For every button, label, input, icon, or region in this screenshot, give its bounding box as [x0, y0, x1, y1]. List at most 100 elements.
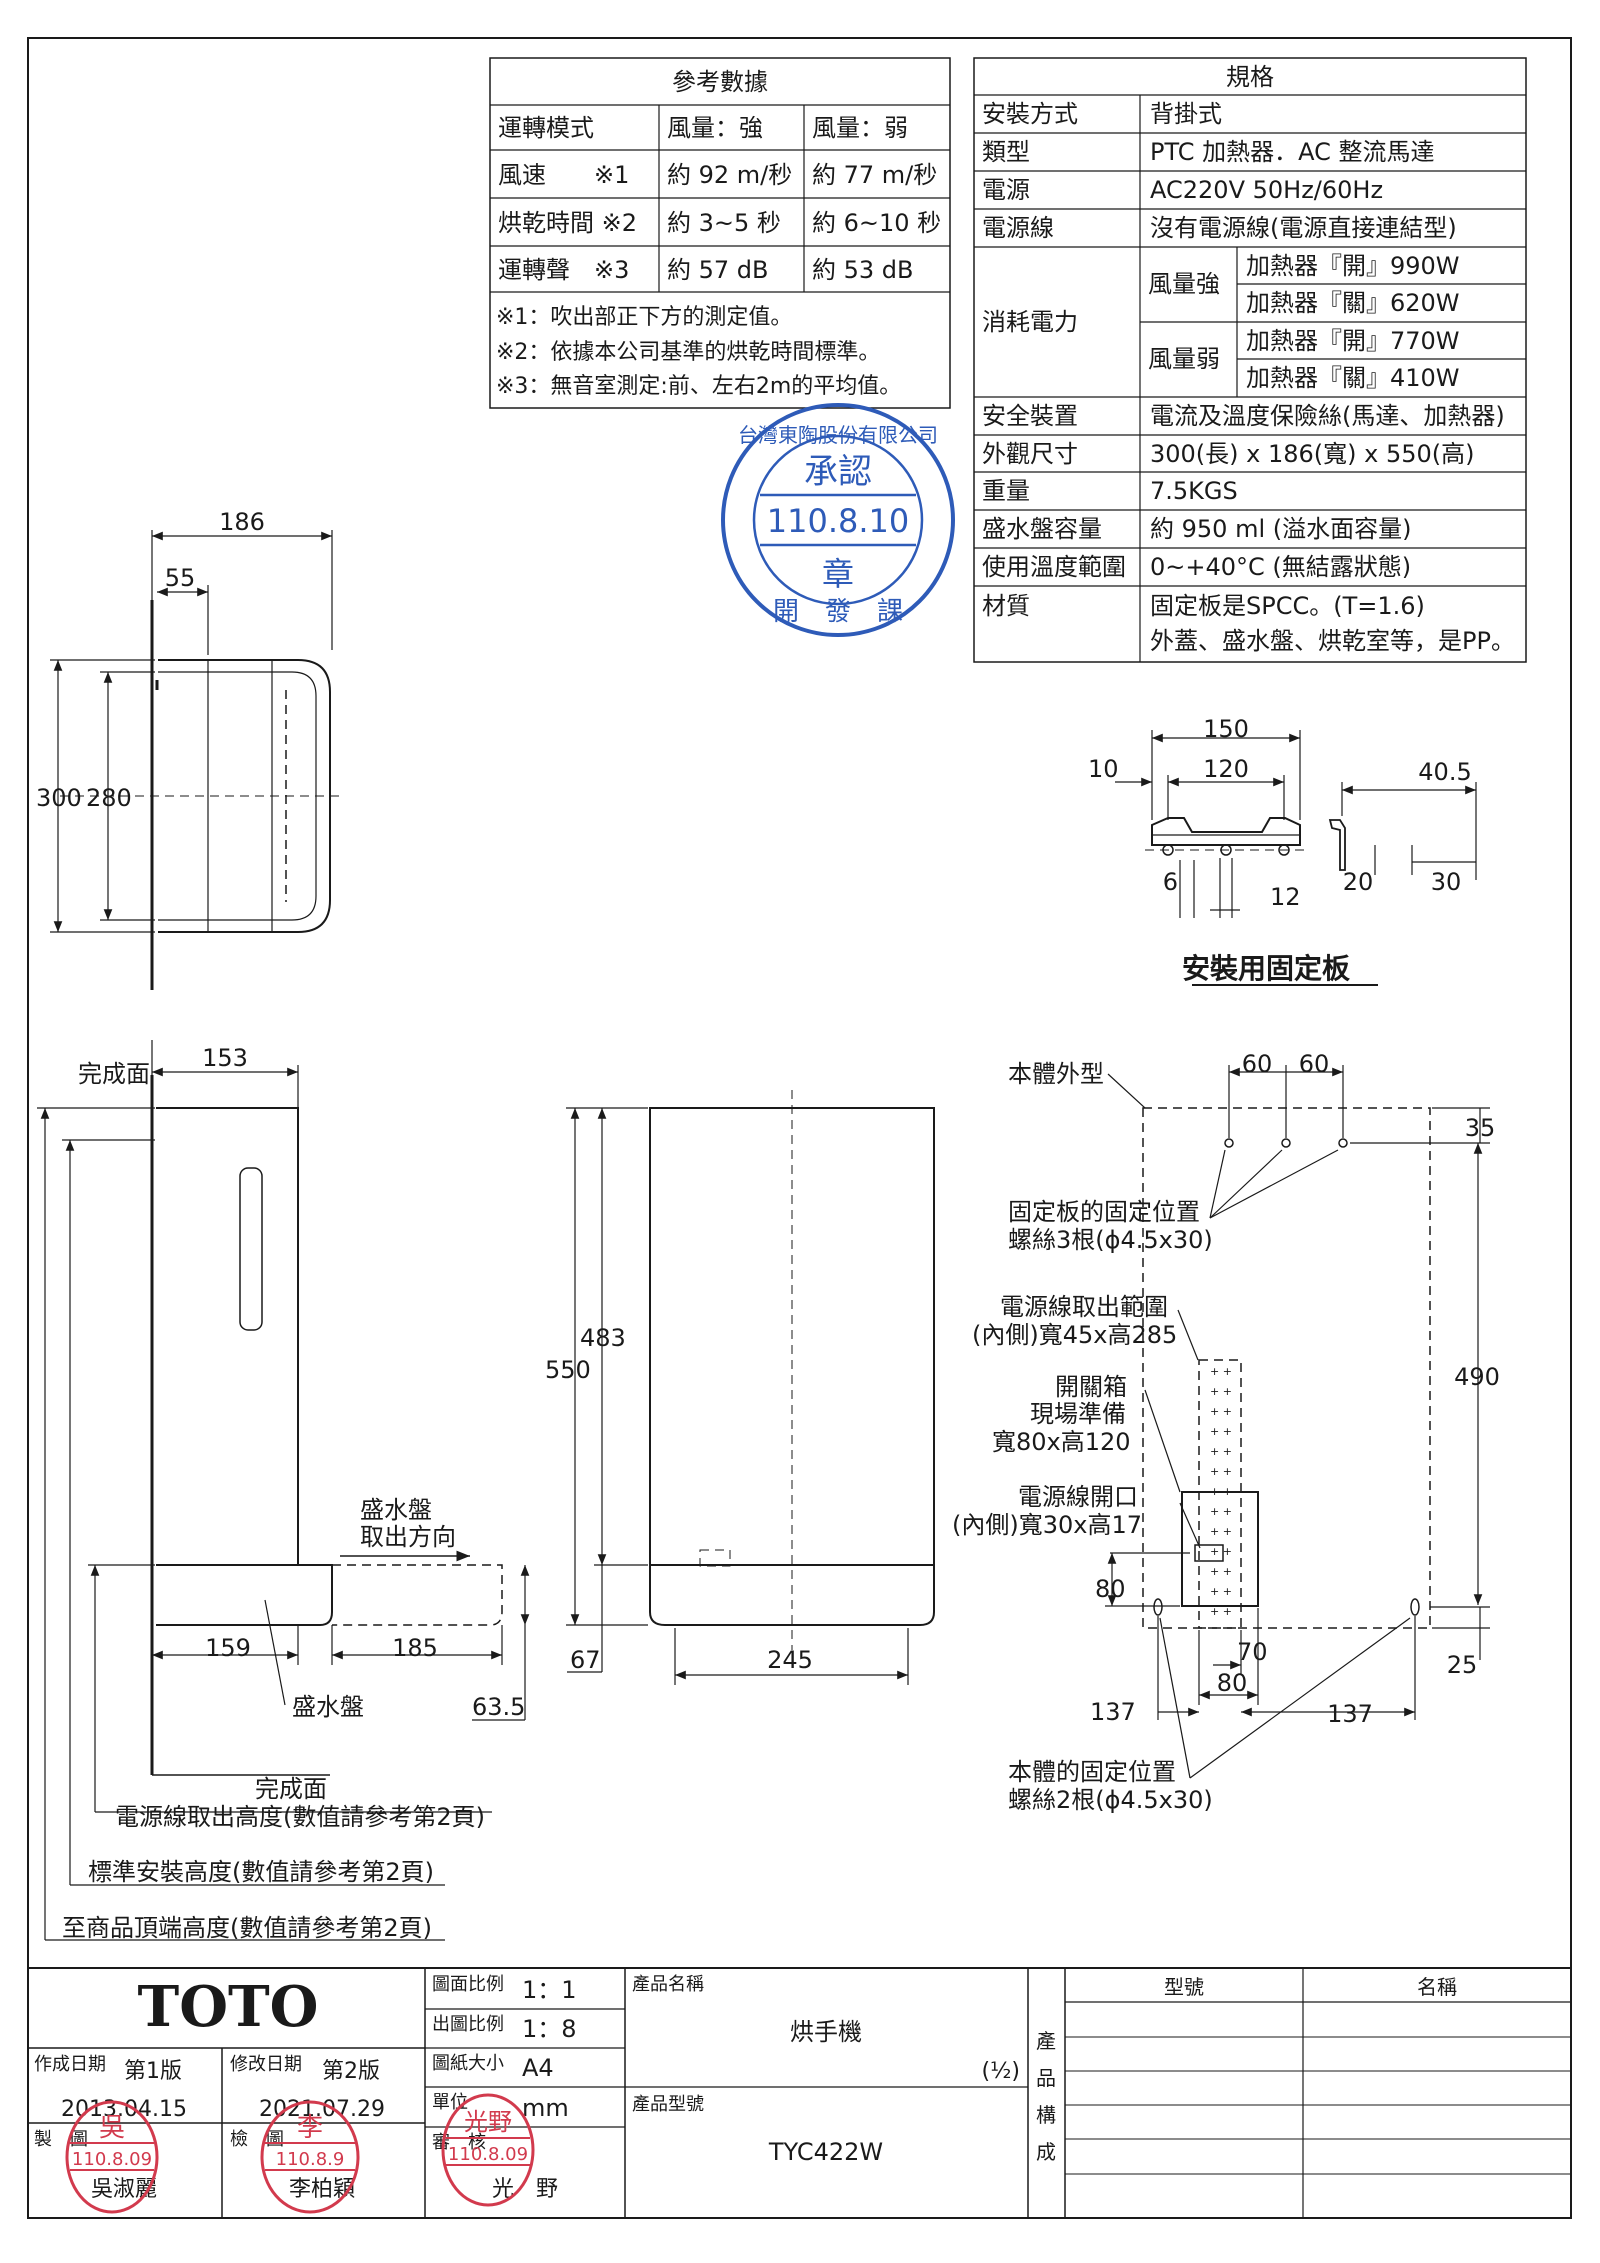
side-finish-bottom: 完成面	[255, 1775, 327, 1803]
product-name-label: 產品名稱	[632, 1974, 704, 1995]
bracket-dim-6: 6	[1163, 868, 1178, 896]
reference-header: 風量：強	[667, 114, 763, 142]
drawn-stamp-date: 110.8.09	[72, 2149, 152, 2170]
svg-text:+ +: + +	[1210, 1465, 1232, 1478]
composition-char: 成	[1036, 2140, 1056, 2164]
back-cable-range-2: (內側)寬45x高285	[972, 1321, 1177, 1349]
back-dim-137a: 137	[1090, 1698, 1136, 1726]
back-dim-70: 70	[1237, 1638, 1268, 1666]
front-view: 550 483 67 245	[545, 1090, 935, 1685]
composition-char: 產	[1036, 2029, 1056, 2053]
spec-label: 消耗電力	[982, 308, 1078, 336]
product-model-label: 產品型號	[632, 2094, 704, 2115]
unit-label: 單位	[432, 2092, 468, 2113]
print-scale-value: 1：8	[522, 2015, 577, 2043]
side-height-top: 至商品頂端高度(數值請參考第2頁)	[62, 1914, 432, 1942]
stamp-seal: 章	[822, 555, 854, 593]
side-dim-159: 159	[205, 1634, 251, 1662]
back-cable-open-1: 電源線開口	[1018, 1483, 1138, 1511]
spec-table: 規格 安裝方式 背掛式 類型 PTC 加熱器．AC 整流馬達 電源 AC220V…	[973, 57, 1527, 663]
approved-stamp: 光野 110.8.09	[441, 2093, 535, 2207]
checked-stamp-name: 李	[297, 2113, 323, 2143]
created-label: 作成日期	[34, 2054, 106, 2075]
spec-value: 300(長) x 186(寬) x 550(高)	[1150, 440, 1475, 468]
reference-note: ※1：吹出部正下方的測定值。	[496, 305, 792, 330]
title-block: TOTO 圖面比例 1：1 出圖比例 1：8 圖紙大小 A4 單位 mm 作成日…	[27, 1967, 1572, 2219]
paper-size-label: 圖紙大小	[432, 2053, 504, 2074]
side-tray-direction-1: 盛水盤	[360, 1496, 432, 1524]
back-switch-2: 現場準備	[1030, 1400, 1126, 1428]
reference-table-title: 參考數據	[672, 68, 768, 96]
back-dim-137b: 137	[1327, 1700, 1373, 1728]
reference-cell: 風速 ※1	[498, 161, 629, 189]
page-indicator: (½)	[982, 2059, 1021, 2084]
reference-header: 運轉模式	[498, 114, 594, 142]
top-view: 186 55 300 280	[36, 508, 345, 990]
spec-value: 外蓋、盛水盤、烘乾室等，是PP。	[1150, 627, 1515, 655]
spec-value: 加熱器『開』990W	[1246, 252, 1460, 280]
back-cable-range-1: 電源線取出範圍	[1000, 1293, 1168, 1321]
back-dim-35: 35	[1465, 1114, 1496, 1142]
svg-text:+ +: + +	[1210, 1585, 1232, 1598]
spec-value: 固定板是SPCC。(T=1.6)	[1150, 592, 1425, 620]
checked-stamp: 李 110.8.9	[260, 2100, 360, 2214]
reference-cell: 約 57 dB	[667, 256, 769, 284]
side-view: 完成面 153 盛水盤 取出方向 159 185 63.5 盛水盤 完成面 電源…	[37, 1040, 530, 1942]
spec-value: 加熱器『開』770W	[1246, 327, 1460, 355]
back-dim-25: 25	[1447, 1651, 1478, 1679]
top-dim-back: 55	[165, 564, 196, 592]
back-dim-60b: 60	[1299, 1050, 1330, 1078]
spec-label: 安全裝置	[982, 402, 1078, 430]
spec-value: PTC 加熱器．AC 整流馬達	[1150, 138, 1435, 166]
spec-table-title: 規格	[1226, 63, 1274, 91]
drawn-name: 吳淑麗	[91, 2177, 157, 2202]
checked-label: 檢 圖	[230, 2129, 284, 2150]
unit-value: mm	[522, 2094, 569, 2122]
spec-value: 加熱器『關』410W	[1246, 364, 1460, 392]
side-dim-153: 153	[202, 1044, 248, 1072]
front-dim-245: 245	[767, 1646, 813, 1674]
reference-cell: 約 3~5 秒	[667, 209, 781, 237]
bracket-title: 安裝用固定板	[1182, 952, 1350, 985]
side-height-cable: 電源線取出高度(數值請參考第2頁)	[115, 1803, 485, 1831]
product-name: 烘手機	[790, 2018, 862, 2046]
composition-char: 品	[1036, 2066, 1056, 2090]
back-view: 本體外型 60 60 35 490 固定板的固定位置 螺絲3根(ϕ4.5x30)…	[952, 1050, 1500, 1814]
top-dim-h2: 280	[86, 784, 132, 812]
bracket-dim-12: 12	[1270, 883, 1301, 911]
spec-value: 電流及溫度保險絲(馬達、加熱器)	[1150, 402, 1505, 430]
reference-cell: 烘乾時間 ※2	[498, 209, 637, 237]
svg-text:+ +: + +	[1210, 1385, 1232, 1398]
spec-value: AC220V 50Hz/60Hz	[1150, 176, 1383, 204]
scale-label: 圖面比例	[432, 1974, 504, 1995]
back-plate-pos-1: 固定板的固定位置	[1008, 1198, 1200, 1226]
reference-cell: 約 77 m/秒	[812, 161, 937, 189]
front-dim-550: 550	[545, 1356, 591, 1384]
spec-value: 背掛式	[1150, 100, 1222, 128]
reference-cell: 約 53 dB	[812, 256, 914, 284]
spec-label: 電源線	[982, 214, 1054, 242]
stamp-company: 台灣東陶股份有限公司	[738, 423, 938, 447]
spec-value: 沒有電源線(電源直接連結型)	[1150, 214, 1457, 242]
spec-label: 安裝方式	[982, 100, 1078, 128]
svg-text:+ +: + +	[1210, 1525, 1232, 1538]
print-scale-label: 出圖比例	[432, 2014, 504, 2035]
spec-value: 約 950 ml (溢水面容量)	[1150, 515, 1411, 543]
bracket-view: 150 120 10 6 12 40.5 20 30 安裝用固定板	[1088, 715, 1477, 986]
back-dim-80h: 80	[1217, 1669, 1248, 1697]
side-tray-direction-2: 取出方向	[360, 1523, 456, 1551]
drawn-stamp: 吳 110.8.09	[65, 2100, 159, 2214]
reference-cell: 運轉聲 ※3	[498, 256, 629, 284]
side-finish-top: 完成面	[78, 1060, 150, 1088]
revised-version: 第2版	[322, 2059, 380, 2084]
svg-text:+ +: + +	[1210, 1605, 1232, 1618]
stamp-dept: 開 發 課	[773, 597, 903, 627]
back-switch-3: 寬80x高120	[992, 1428, 1131, 1456]
bracket-dim-20: 20	[1343, 868, 1374, 896]
revised-date: 2021.07.29	[259, 2097, 385, 2122]
column-name-header: 名稱	[1417, 1975, 1457, 1999]
stamp-approval-title: 承認	[804, 452, 872, 492]
product-model: TYC422W	[768, 2138, 883, 2166]
front-dim-483: 483	[580, 1324, 626, 1352]
